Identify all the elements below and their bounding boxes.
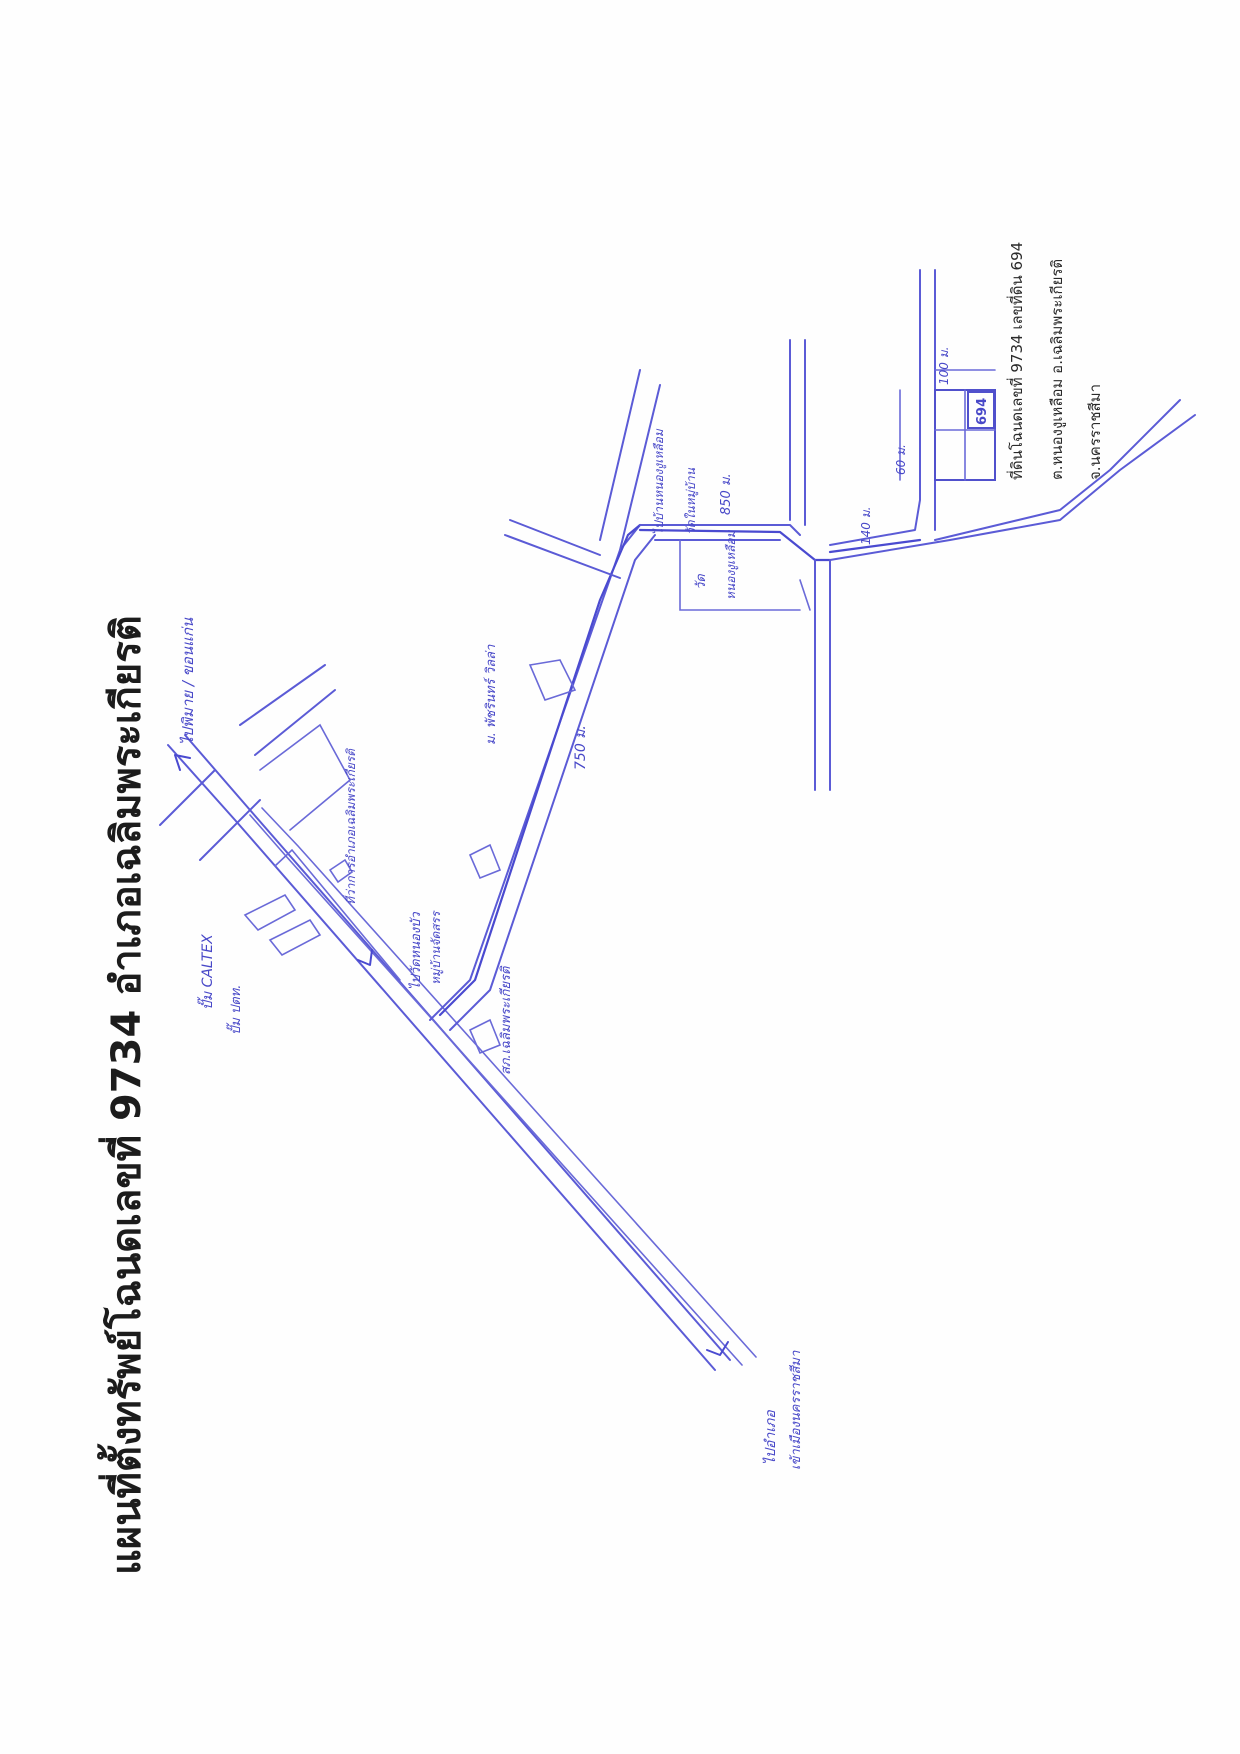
label-wat-name: หนองงูเหลือม (724, 529, 739, 600)
land-plot: 694 (899, 369, 996, 481)
label-caltex: ปั๊ม CALTEX (197, 934, 216, 1010)
branch-road (429, 369, 661, 1031)
parcel-caption: ที่ดินโฉนดเลขที่ 9734 เลขที่ดิน 694 ต.หน… (1006, 242, 1104, 480)
label-dist-100: 100 ม. (937, 347, 951, 385)
handwritten-labels: ไปพิมาย / ขอนแก่น ปั๊ม CALTEX ปั๊ม ปตท. … (179, 347, 951, 1470)
label-city-note: เข้าเมืองนครราชสีมา (788, 1350, 804, 1470)
label-to-bypass: ไปพิมาย / ขอนแก่น (179, 617, 197, 745)
label-ptt: ปั๊ม ปตท. (226, 985, 244, 1035)
label-to-wat: ไปวัดหนองบัว (408, 912, 424, 990)
plot-694 (967, 391, 995, 429)
caption-line-1: ที่ดินโฉนดเลขที่ 9734 เลขที่ดิน 694 (1006, 242, 1026, 480)
label-dist-140: 140 ม. (859, 507, 873, 545)
caption-line-2: ต.หนองงูเหลือม อ.เฉลิมพระเกียรติ (1048, 259, 1066, 480)
label-dist-60: 60 ม. (894, 444, 908, 475)
label-wat-small: วัด (694, 574, 709, 590)
label-police: สภ.เฉลิมพระเกียรติ (498, 966, 514, 1075)
caption-line-3: จ.นครราชสีมา (1086, 384, 1104, 480)
local-roads (638, 269, 1196, 791)
main-highway (159, 664, 757, 1371)
village-marker (528, 659, 577, 701)
label-village: ม. พัชรินทร์ วิลล่า (483, 644, 499, 745)
label-to-city: ไปอำเภอ (762, 1410, 779, 1465)
label-to-hospital: ไปบ้านหนองงูเหลือม (652, 428, 667, 535)
label-wat-note: หมู่บ้านจัดสรร (429, 910, 444, 985)
label-hospital-note: วัดในหมู่บ้าน (684, 467, 699, 535)
label-district-office: ที่ว่าการอำเภอเฉลิมพระเกียรติ (342, 748, 358, 905)
plot-number-label: 694 (975, 398, 990, 425)
highway-arrows (174, 754, 729, 1356)
label-dist-850: 850 ม. (719, 473, 734, 515)
page-title: แผนที่ตั้งทรัพย์โฉนดเลขที่ 9734 อำเภอเฉล… (97, 615, 150, 1575)
label-dist-750: 750 ม. (573, 725, 589, 770)
